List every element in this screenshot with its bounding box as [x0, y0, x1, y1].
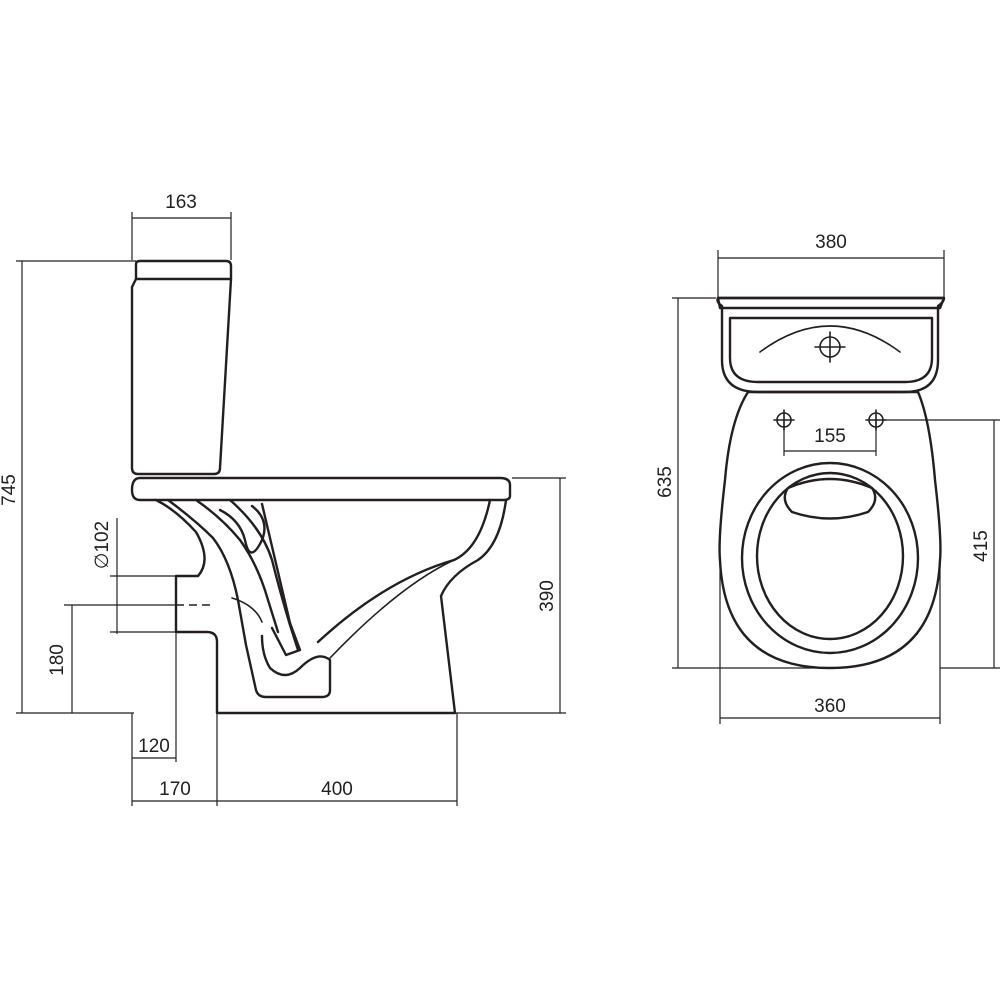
bowl-inner: [316, 498, 492, 644]
dim-hole-spacing: 155: [783, 420, 877, 456]
dim-wall-to-foot-label: 170: [159, 779, 191, 800]
dim-outlet-offset-label: 120: [138, 736, 170, 757]
seat-ring-outer: [740, 461, 920, 655]
seat-rim: [130, 476, 512, 502]
flush-curve: [231, 597, 263, 623]
dim-outlet-diameter-label: ∅102: [92, 521, 113, 569]
dim-bowl-width-label: 360: [814, 696, 846, 717]
bowl-outer: [154, 498, 508, 715]
dim-hole-spacing-label: 155: [814, 426, 846, 447]
dim-total-height: 745: [0, 260, 136, 714]
dim-outlet-height: 180: [47, 604, 176, 713]
dim-bowl-height-label: 390: [537, 580, 558, 612]
dim-tank-width-label: 163: [165, 192, 197, 213]
flush-arc: [759, 325, 901, 353]
dim-seat-depth-label: 415: [971, 530, 992, 562]
dim-outlet-diameter: ∅102: [92, 518, 176, 634]
side-view: 163 745 390 ∅102 180: [0, 192, 566, 806]
bowl-inner-lower: [329, 559, 455, 659]
bowl-outline-top: [718, 390, 942, 670]
trap-channel: [228, 498, 300, 652]
dim-tank-length: 380: [717, 232, 945, 298]
seat-ring-inner: [755, 471, 905, 641]
top-view: 380 635 155 415 360: [655, 232, 1000, 724]
dim-bowl-width: 360: [719, 560, 941, 724]
dim-tank-width: 163: [131, 192, 232, 260]
dim-bowl-height: 390: [456, 477, 566, 714]
dim-outlet-height-label: 180: [47, 644, 68, 676]
dim-seat-depth: 415: [884, 419, 1000, 669]
dim-total-depth-label: 635: [655, 466, 676, 498]
trap-hook: [218, 504, 266, 554]
cistern-tank: [130, 259, 233, 476]
trap-passage: [166, 498, 332, 699]
dim-foot-length-label: 400: [321, 779, 353, 800]
dim-total-height-label: 745: [0, 474, 20, 506]
dim-total-depth: 635: [655, 297, 830, 669]
trap-inner: [194, 498, 280, 634]
seat-opening: [783, 477, 877, 520]
dim-outlet-offset: 120: [131, 632, 177, 806]
cistern-tank-top: [716, 296, 946, 394]
trap-channel-2: [260, 502, 302, 657]
dim-base-lengths: 170 400: [132, 713, 458, 806]
dim-tank-length-label: 380: [815, 232, 847, 253]
